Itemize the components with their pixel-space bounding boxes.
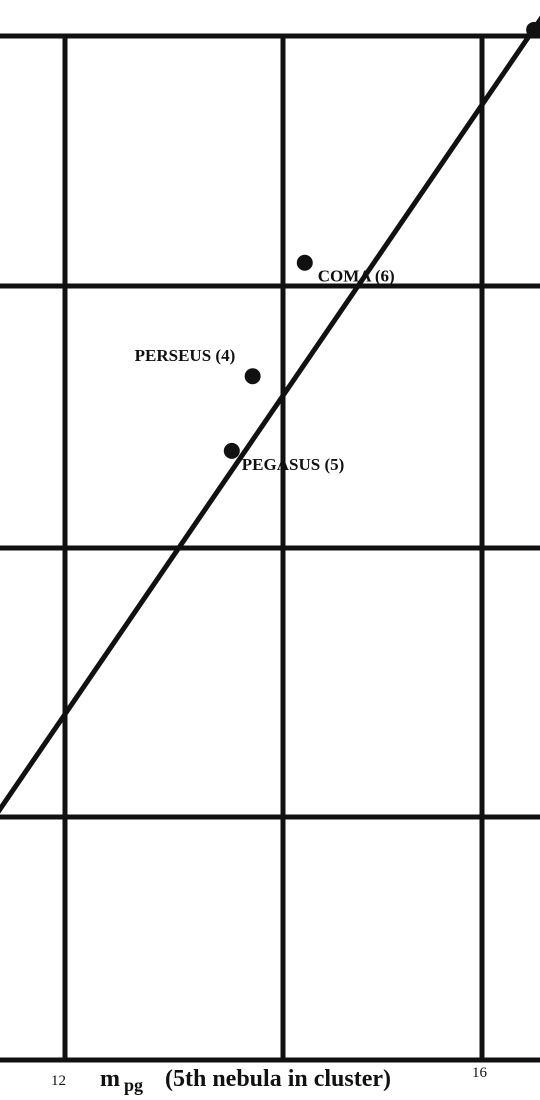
x-tick-label-16: 16 — [472, 1065, 488, 1081]
x-axis-title-m: m — [100, 1066, 120, 1092]
x-axis-title-subscript: pg — [124, 1075, 143, 1095]
x-axis-title: m pg (5th nebula in cluster) — [100, 1066, 391, 1095]
regression-line — [0, 15, 540, 814]
x-tick-labels: 12 16 — [51, 1065, 488, 1089]
point-label: PERSEUS (4) — [135, 346, 236, 365]
grid — [0, 33, 540, 1063]
x-axis-title-rest: (5th nebula in cluster) — [165, 1066, 391, 1092]
data-point — [223, 442, 240, 459]
data-point — [244, 368, 261, 385]
x-tick-label-12: 12 — [51, 1073, 66, 1089]
data-points — [223, 21, 540, 459]
point-labels: VIRGO (30)PEGASUS (5)PERSEUS (4)COMA (6)… — [135, 267, 395, 474]
point-label: COMA (6) — [318, 267, 395, 286]
data-point — [296, 254, 313, 271]
data-point — [526, 21, 540, 38]
point-label: PEGASUS (5) — [242, 455, 344, 474]
